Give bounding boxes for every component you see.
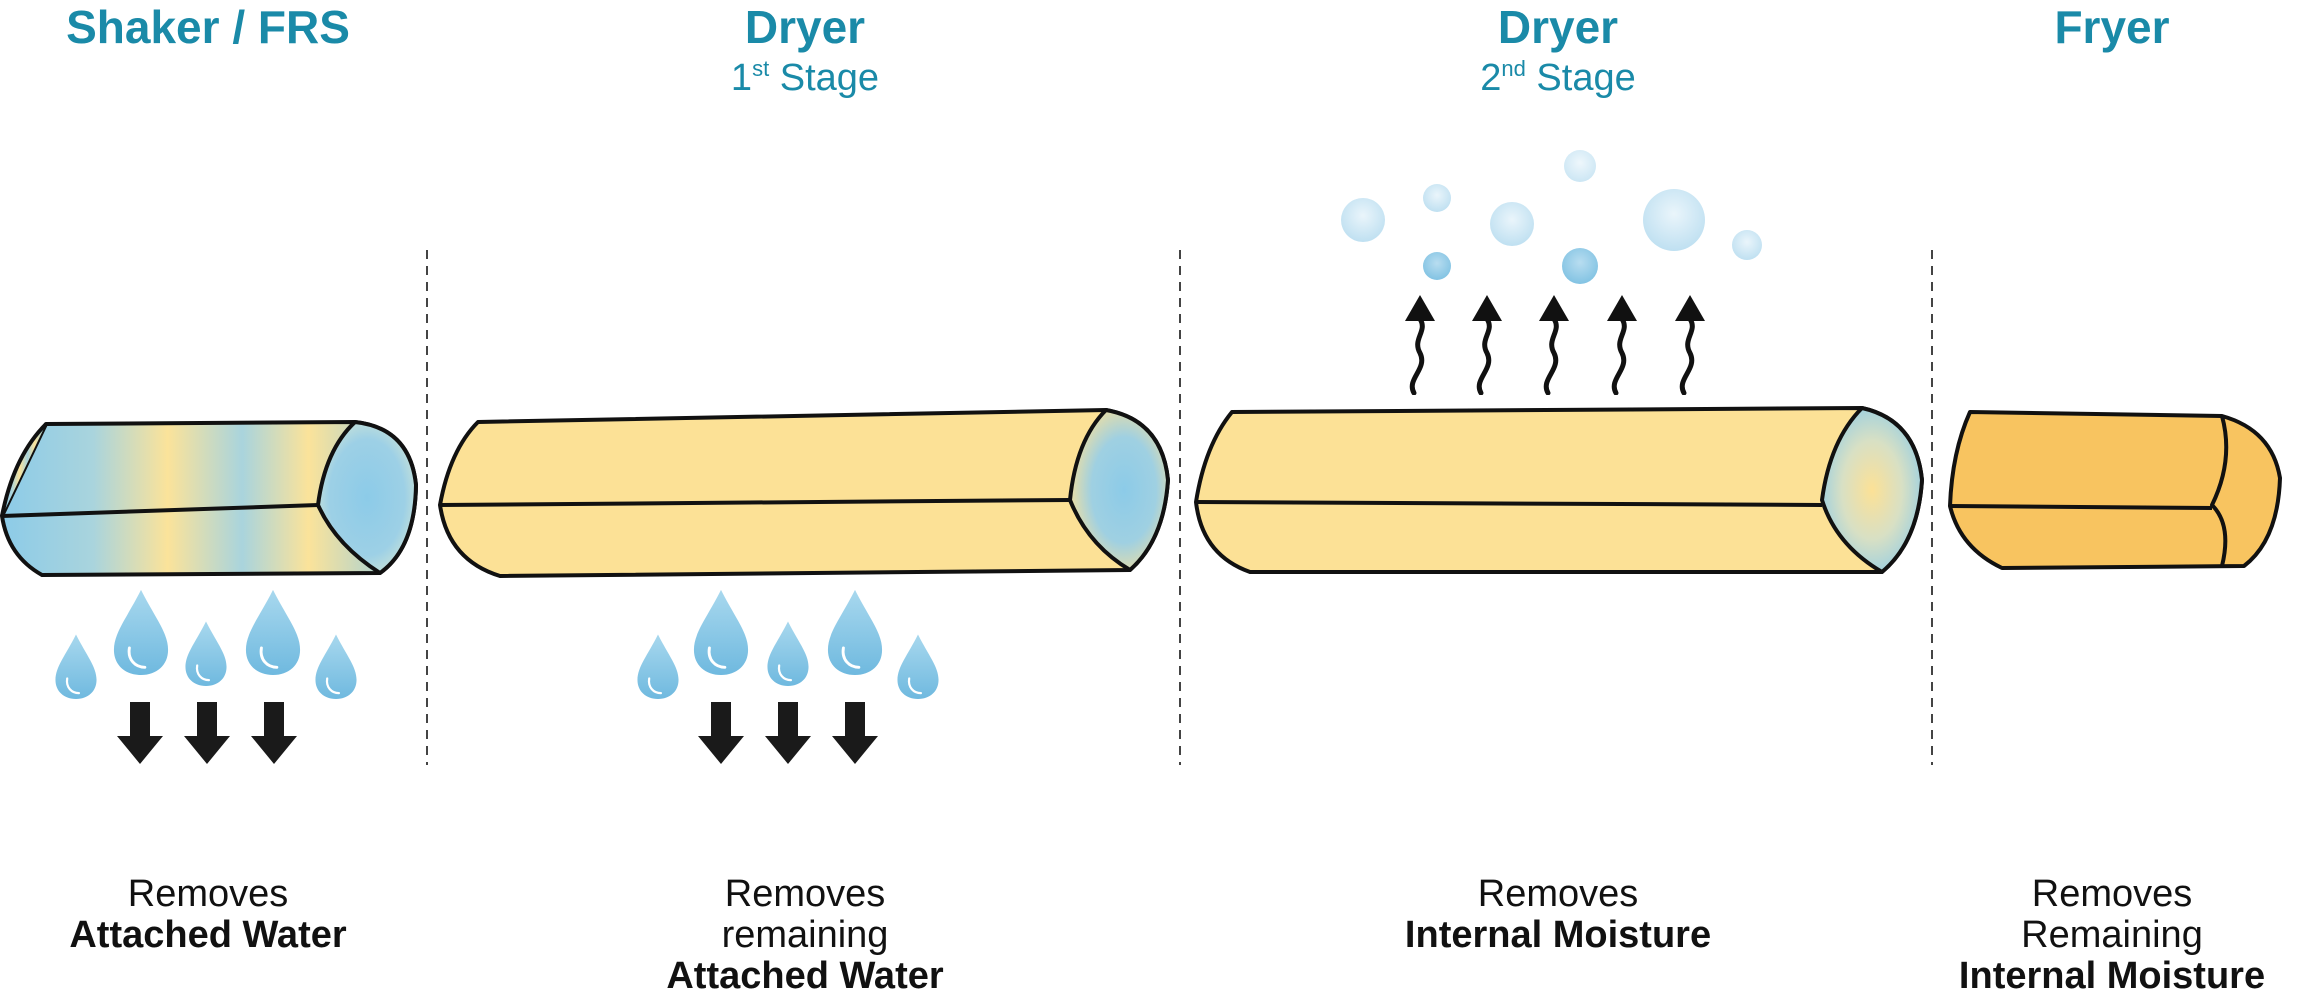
down-arrow-icon <box>184 702 230 764</box>
down-arrow-icon <box>832 702 878 764</box>
steam-arrow-icon <box>1607 295 1637 393</box>
steam-arrow-icon <box>1675 295 1705 393</box>
stage-2-subtitle-text: Stage <box>769 57 880 99</box>
potato-strip-dryer-1 <box>438 408 1170 578</box>
down-arrow-icon <box>698 702 744 764</box>
stage-1-desc-line-1: Removes <box>127 873 289 915</box>
vapor-bubble-icon <box>1423 184 1451 212</box>
down-arrow-icon <box>251 702 297 764</box>
down-arrows-stage-2 <box>698 702 878 764</box>
water-drop-icon <box>314 633 358 699</box>
steam-arrow-icon <box>1472 295 1502 393</box>
water-drop-icon <box>692 588 750 675</box>
stage-3-title: Dryer <box>1497 1 1619 53</box>
stage-3-subtitle-ordinal: nd <box>1501 56 1526 81</box>
down-arrow-icon <box>765 702 811 764</box>
stage-1-desc-bold: Attached Water <box>69 914 347 956</box>
vapor-bubble-icon <box>1562 248 1598 284</box>
potato-strip-fried <box>1948 410 2282 570</box>
stage-3-subtitle-text: Stage <box>1525 57 1636 99</box>
steam-arrow-icon <box>1539 295 1569 393</box>
stage-2-subtitle: 1st Stage <box>545 56 1065 100</box>
potato-strip-dryer-2 <box>1194 406 1924 574</box>
vapor-bubble-icon <box>1423 252 1451 280</box>
stage-4-title: Fryer <box>2054 1 2170 53</box>
stage-3-desc-line-1: Removes <box>1477 873 1639 915</box>
stage-4-desc-bold: Internal Moisture <box>1958 955 2266 997</box>
water-drop-icon <box>766 620 810 686</box>
stage-2-desc-line-2: remaining <box>721 914 889 956</box>
stage-3-description: Removes Internal Moisture <box>1278 874 1838 956</box>
water-drop-icon <box>636 633 680 699</box>
water-drops-stage-2 <box>636 588 940 699</box>
steam-arrow-icon <box>1405 295 1435 393</box>
down-arrow-icon <box>117 702 163 764</box>
stage-2-desc-bold: Attached Water <box>666 955 944 997</box>
stage-1-title: Shaker / FRS <box>66 1 350 53</box>
vapor-bubble-icon <box>1341 198 1385 242</box>
water-drop-icon <box>826 588 884 675</box>
water-drop-icon <box>184 620 228 686</box>
potato-strip-wet <box>0 420 418 577</box>
water-drop-icon <box>54 633 98 699</box>
water-drops-stage-1 <box>54 588 358 699</box>
vapor-bubble-icon <box>1490 202 1534 246</box>
stage-2-subtitle-number: 1 <box>730 57 753 99</box>
stage-3-subtitle: 2nd Stage <box>1298 56 1818 100</box>
stage-4-description: Removes Remaining Internal Moisture <box>1942 874 2282 997</box>
water-drop-icon <box>112 588 170 675</box>
stage-4-desc-line-2: Remaining <box>2021 914 2203 956</box>
stage-2-subtitle-ordinal: st <box>752 56 770 81</box>
down-arrows-stage-1 <box>117 702 297 764</box>
stage-4-desc-line-1: Removes <box>2031 873 2193 915</box>
water-drop-icon <box>244 588 302 675</box>
stage-2-title: Dryer <box>744 1 866 53</box>
stage-3-desc-bold: Internal Moisture <box>1404 914 1712 956</box>
vapor-bubbles-stage-3 <box>1341 150 1762 284</box>
stage-3-subtitle-number: 2 <box>1480 57 1502 99</box>
vapor-bubble-icon <box>1643 189 1705 251</box>
vapor-bubble-icon <box>1732 230 1762 260</box>
stage-2-desc-line-1: Removes <box>724 873 886 915</box>
steam-arrows-stage-3 <box>1405 295 1705 393</box>
vapor-bubble-icon <box>1564 150 1596 182</box>
stage-2-description: Removes remaining Attached Water <box>525 874 1085 997</box>
water-drop-icon <box>896 633 940 699</box>
stage-1-description: Removes Attached Water <box>0 874 488 956</box>
